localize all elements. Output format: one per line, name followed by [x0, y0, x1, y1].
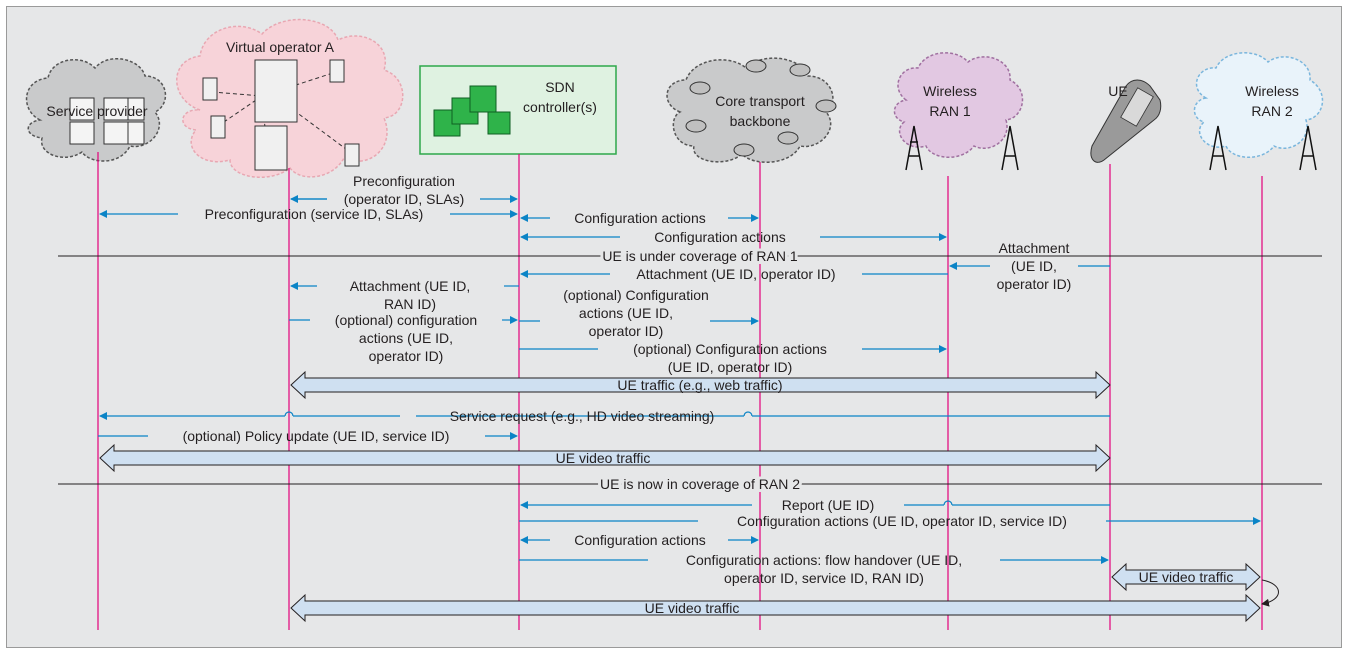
msg-flow-handover-2: operator ID, service ID, RAN ID) — [724, 570, 924, 586]
router-icon — [685, 59, 837, 157]
msg-service-request: Service request (e.g., HD video streamin… — [450, 408, 715, 424]
service-provider-cloud — [25, 58, 167, 162]
traffic-arrow-video-2 — [1111, 562, 1261, 592]
msg-opt-config-ran-1: (optional) Configuration actions — [633, 341, 827, 357]
msg-flow-handover-1: Configuration actions: flow handover (UE… — [686, 552, 962, 568]
msg-config-actions-ran2: Configuration actions (UE ID, operator I… — [737, 513, 1067, 529]
msg-attachment-ue-2: (UE ID, — [1011, 258, 1057, 274]
msg-report: Report (UE ID) — [782, 497, 875, 513]
traffic-arrow-video-1 — [99, 443, 1111, 473]
ue-phone-icon — [1090, 79, 1162, 163]
wireless-ran1-label-2: RAN 1 — [929, 103, 970, 119]
wireless-ran1-cloud — [893, 52, 1024, 171]
msg-config-actions-ran1: Configuration actions — [654, 229, 786, 245]
msg-opt-config-core-1: (optional) Configuration — [563, 287, 709, 303]
msg-ue-video-traffic-3: UE video traffic — [645, 600, 740, 616]
msg-config-actions-core-2: Configuration actions — [574, 532, 706, 548]
msg-opt-config-vo-1: (optional) configuration — [335, 312, 477, 328]
traffic-arrow-video-3 — [290, 593, 1261, 623]
msg-ue-coverage-ran2: UE is now in coverage of RAN 2 — [600, 476, 800, 492]
virtual-operator-cloud — [176, 18, 404, 179]
core-backbone-cloud — [666, 57, 837, 163]
traffic-arrow-web — [290, 370, 1111, 400]
wireless-ran2-cloud — [1193, 52, 1324, 171]
msg-opt-config-core-3: operator ID) — [589, 323, 664, 339]
sdn-label-2: controller(s) — [523, 99, 597, 115]
wireless-ran1-label-1: Wireless — [923, 83, 977, 99]
msg-policy-update: (optional) Policy update (UE ID, service… — [183, 428, 450, 444]
msg-attachment-vo-1: Attachment (UE ID, — [350, 278, 471, 294]
msg-ue-traffic-web: UE traffic (e.g., web traffic) — [617, 377, 782, 393]
virtual-operator-label: Virtual operator A — [226, 39, 335, 55]
antenna-tower-icon — [905, 125, 1019, 171]
msg-preconfig-operator-1: Preconfiguration — [353, 173, 455, 189]
msg-opt-config-core-2: actions (UE ID, — [579, 305, 673, 321]
msg-opt-config-vo-3: operator ID) — [369, 348, 444, 364]
sdn-switch-icon — [433, 85, 511, 137]
handover-curve-arrow — [1261, 579, 1279, 607]
core-backbone-label-2: backbone — [730, 113, 791, 129]
service-provider-label: Service provider — [46, 103, 147, 119]
msg-attachment-ran: Attachment (UE ID, operator ID) — [636, 266, 835, 282]
msg-config-actions-core: Configuration actions — [574, 210, 706, 226]
wireless-ran2-label-2: RAN 2 — [1251, 103, 1292, 119]
msg-attachment-ue-3: operator ID) — [997, 276, 1072, 292]
msg-preconfig-operator-2: (operator ID, SLAs) — [344, 191, 465, 207]
ue-label: UE — [1108, 83, 1127, 99]
antenna-tower-icon-2 — [1209, 125, 1317, 171]
core-backbone-label-1: Core transport — [715, 93, 805, 109]
msg-attachment-vo-2: RAN ID) — [384, 296, 436, 312]
msg-ue-video-traffic-2: UE video traffic — [1139, 569, 1234, 585]
msg-opt-config-vo-2: actions (UE ID, — [359, 330, 453, 346]
msg-preconfig-service: Preconfiguration (service ID, SLAs) — [205, 206, 424, 222]
msg-ue-coverage-ran1: UE is under coverage of RAN 1 — [602, 248, 798, 264]
server-rack-icon — [69, 97, 145, 145]
msg-opt-config-ran-2: (UE ID, operator ID) — [668, 359, 792, 375]
sdn-label-1: SDN — [545, 79, 575, 95]
msg-ue-video-traffic-1: UE video traffic — [556, 450, 651, 466]
wireless-ran2-label-1: Wireless — [1245, 83, 1299, 99]
msg-attachment-ue-1: Attachment — [999, 240, 1070, 256]
server-icon — [202, 59, 360, 171]
